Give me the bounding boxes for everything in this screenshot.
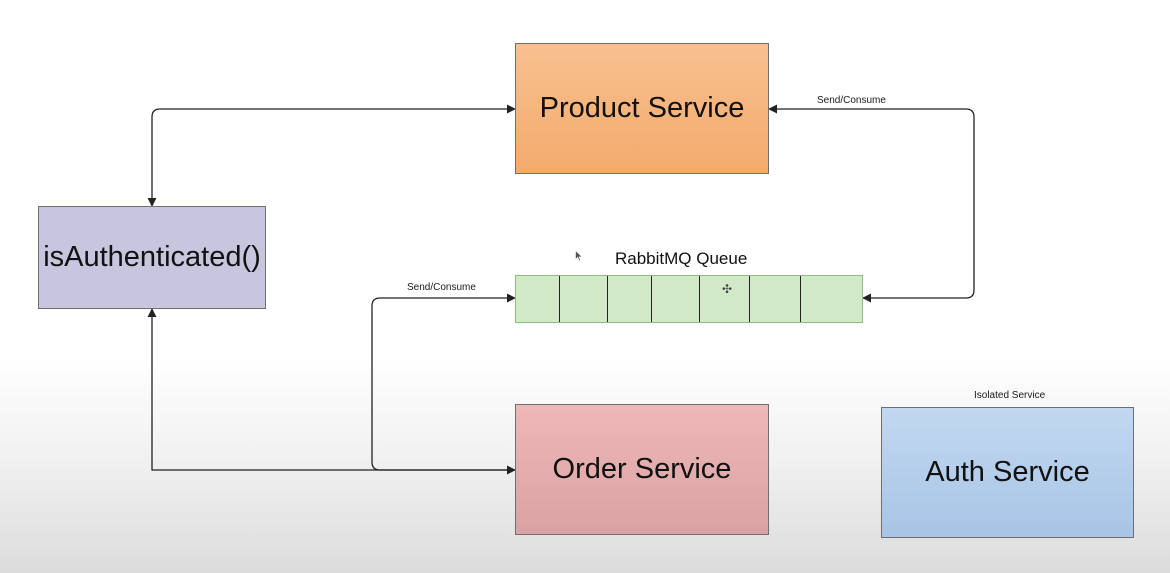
- connector-queue-product: [768, 104, 975, 303]
- rabbitmq-queue: ✣: [515, 275, 863, 323]
- edge-label-order-queue: Send/Consume: [407, 282, 476, 293]
- queue-slot-divider: [607, 276, 608, 322]
- order-service-label: Order Service: [552, 453, 732, 485]
- order-service-node: Order Service: [515, 404, 769, 535]
- queue-slot-divider: [559, 276, 560, 322]
- product-service-node: Product Service: [515, 43, 769, 174]
- auth-service-node: Auth Service: [881, 407, 1134, 538]
- product-service-label: Product Service: [539, 92, 745, 124]
- is-authenticated-label: isAuthenticated(): [43, 241, 261, 273]
- edge-label-product-queue: Send/Consume: [817, 95, 886, 106]
- queue-slot-divider: [651, 276, 652, 322]
- queue-slot-divider: [699, 276, 700, 322]
- is-authenticated-node: isAuthenticated(): [38, 206, 266, 309]
- queue-slot-divider: [800, 276, 801, 322]
- queue-slot-divider: [749, 276, 750, 322]
- mouse-pointer-icon: [575, 250, 583, 262]
- connector-auth-check-product: [147, 104, 516, 207]
- connector-order-queue: [371, 293, 516, 475]
- move-cursor-icon: ✣: [722, 282, 733, 296]
- queue-title: RabbitMQ Queue: [615, 249, 748, 268]
- connector-order-auth-check: [147, 308, 515, 471]
- isolated-service-note: Isolated Service: [974, 390, 1046, 401]
- auth-service-label: Auth Service: [925, 456, 1090, 488]
